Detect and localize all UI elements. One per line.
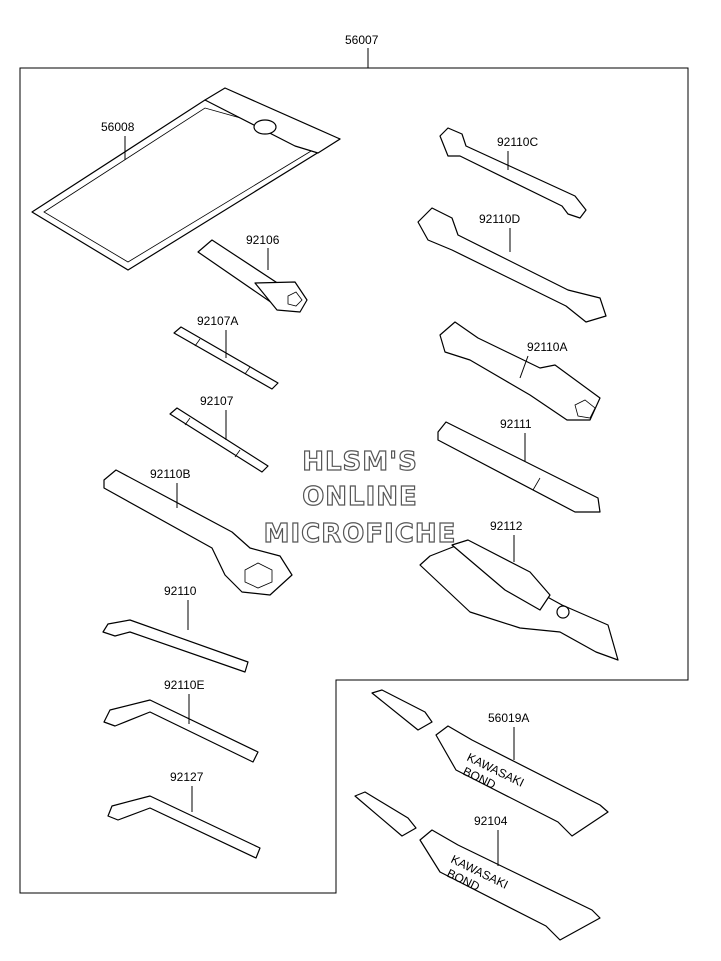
label-92110B: 92110B	[150, 467, 190, 481]
label-92110C: 92110C	[497, 135, 538, 149]
part-92111-extension[interactable]: 92111	[437, 417, 601, 513]
label-92107: 92107	[200, 394, 234, 408]
part-92107-bit[interactable]: 92107	[169, 394, 269, 473]
part-92107A-bit[interactable]: 92107A	[173, 314, 279, 390]
part-92110B-box-wrench[interactable]: 92110B	[103, 467, 293, 596]
part-92110A-socket[interactable]: 92110A	[439, 321, 601, 421]
part-92110E-hex-key[interactable]: 92110E	[103, 678, 259, 763]
assembly-frame	[19, 67, 689, 894]
svg-text:HLSM'S: HLSM'S	[302, 447, 418, 477]
label-92106: 92106	[246, 233, 280, 247]
part-92110C-wrench[interactable]: 92110C	[439, 127, 587, 219]
part-92106-adapter[interactable]: 92106	[197, 233, 308, 313]
label-92110E: 92110E	[164, 678, 204, 692]
svg-text:ONLINE: ONLINE	[302, 482, 418, 512]
label-92104: 92104	[474, 814, 508, 828]
part-92110-hex-key[interactable]: 92110	[102, 584, 249, 673]
part-92104-bond-tube[interactable]: KAWASAKI BOND 92104	[354, 791, 601, 941]
label-92110A: 92110A	[527, 340, 567, 354]
label-92127: 92127	[170, 770, 204, 784]
label-92112: 92112	[490, 519, 523, 533]
part-92112-pliers[interactable]: 92112	[419, 519, 619, 661]
part-92110D-wrench[interactable]: 92110D	[417, 207, 607, 323]
part-56008-pouch[interactable]: 56008	[31, 87, 341, 271]
label-56008: 56008	[101, 120, 135, 134]
label-56019A: 56019A	[488, 711, 529, 725]
label-92110D: 92110D	[479, 212, 520, 226]
part-92127-hex-key[interactable]: 92127	[107, 770, 261, 859]
part-56019A-bond-tube[interactable]: KAWASAKI BOND 56019A	[371, 689, 609, 837]
assembly-label: 56007	[345, 33, 379, 47]
label-92110: 92110	[164, 584, 197, 598]
label-92111: 92111	[500, 417, 532, 431]
svg-text:MICROFICHE: MICROFICHE	[264, 519, 457, 549]
label-92107A: 92107A	[197, 314, 238, 328]
watermark: HLSM'S ONLINE MICROFICHE	[263, 446, 457, 549]
